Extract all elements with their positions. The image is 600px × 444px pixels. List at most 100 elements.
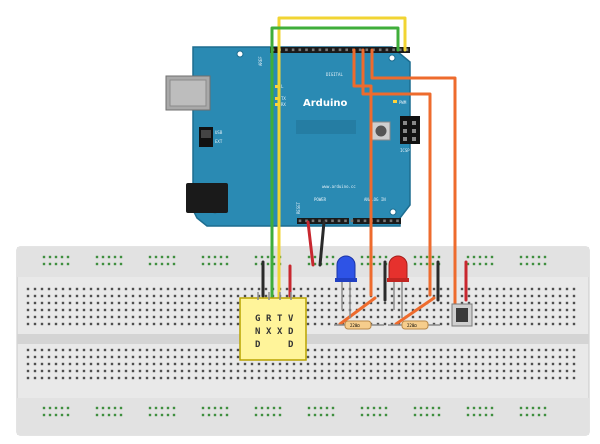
breadboard-hole [82,322,86,326]
breadboard-hole [82,376,86,380]
rail-hole [331,262,335,266]
breadboard-hole [68,348,72,352]
breadboard-hole [180,294,184,298]
rail-hole [537,413,541,417]
breadboard-hole [369,355,373,359]
rail-hole [425,413,429,417]
breadboard-bottom-rail [17,398,589,435]
breadboard-hole [159,308,163,312]
breadboard-hole [173,355,177,359]
breadboard-hole [411,315,415,319]
breadboard-hole [138,308,142,312]
breadboard-hole [201,315,205,319]
breadboard-hole [432,369,436,373]
rail-hole [148,255,152,259]
breadboard-hole [26,294,30,298]
rail-hole [372,262,376,266]
breadboard-hole [75,301,79,305]
breadboard-hole [383,308,387,312]
breadboard-hole [166,355,170,359]
breadboard-hole [383,362,387,366]
rail-hole [484,255,488,259]
breadboard-hole [495,315,499,319]
breadboard-hole [208,355,212,359]
rail-hole [254,262,258,266]
breadboard-hole [446,362,450,366]
breadboard-hole [453,348,457,352]
breadboard-hole [432,348,436,352]
breadboard-hole [376,362,380,366]
breadboard-hole [516,294,520,298]
rail-hole [219,262,223,266]
breadboard-hole [68,369,72,373]
rail-hole [160,262,164,266]
module-pin-letter: D [255,340,261,350]
breadboard-hole [572,287,576,291]
breadboard-hole [159,362,163,366]
rail-hole [313,406,317,410]
rail-hole [148,262,152,266]
breadboard-hole [537,369,541,373]
breadboard-hole [320,287,324,291]
resistor-1: 220Ω [334,320,384,330]
breadboard-hole [33,301,37,305]
breadboard-hole [418,355,422,359]
breadboard-hole [495,355,499,359]
breadboard-hole [131,348,135,352]
breadboard-hole [145,369,149,373]
breadboard-hole [152,294,156,298]
breadboard-hole [54,287,58,291]
breadboard-hole [131,301,135,305]
header-pin [305,48,308,52]
rail-hole [66,406,70,410]
breadboard-hole [145,355,149,359]
label-reset: RESET [296,201,301,214]
breadboard-hole [369,348,373,352]
breadboard-hole [516,348,520,352]
rail-hole [213,262,217,266]
breadboard-hole [439,322,443,326]
rail-hole [431,406,435,410]
breadboard-hole [33,322,37,326]
breadboard-hole [236,301,240,305]
rail-hole [160,255,164,259]
breadboard-hole [502,376,506,380]
breadboard-hole [565,355,569,359]
rail-hole [378,262,382,266]
rail-hole [525,413,529,417]
breadboard-hole [537,315,541,319]
breadboard-hole [411,287,415,291]
rail-hole [148,413,152,417]
breadboard-hole [418,287,422,291]
breadboard-hole [131,287,135,291]
breadboard-hole [75,322,79,326]
breadboard-hole [418,362,422,366]
breadboard-hole [509,308,513,312]
label-ext: EXT [215,139,223,144]
breadboard-hole [194,376,198,380]
breadboard-hole [96,287,100,291]
header-pin [365,48,369,52]
breadboard-hole [243,294,247,298]
breadboard-hole [530,355,534,359]
breadboard-hole [376,369,380,373]
breadboard-hole [96,355,100,359]
rail-hole [372,255,376,259]
breadboard-hole [75,315,79,319]
breadboard-hole [502,348,506,352]
breadboard-hole [33,294,37,298]
breadboard-hole [327,294,331,298]
breadboard-hole [236,376,240,380]
breadboard-hole [26,348,30,352]
breadboard-hole [432,315,436,319]
rail-hole [60,413,64,417]
breadboard-hole [369,301,373,305]
rail-hole [425,262,429,266]
rail-hole [360,255,364,259]
breadboard-hole [47,308,51,312]
rail-hole [225,406,229,410]
breadboard-hole [537,376,541,380]
breadboard-hole [89,294,93,298]
breadboard-hole [131,369,135,373]
